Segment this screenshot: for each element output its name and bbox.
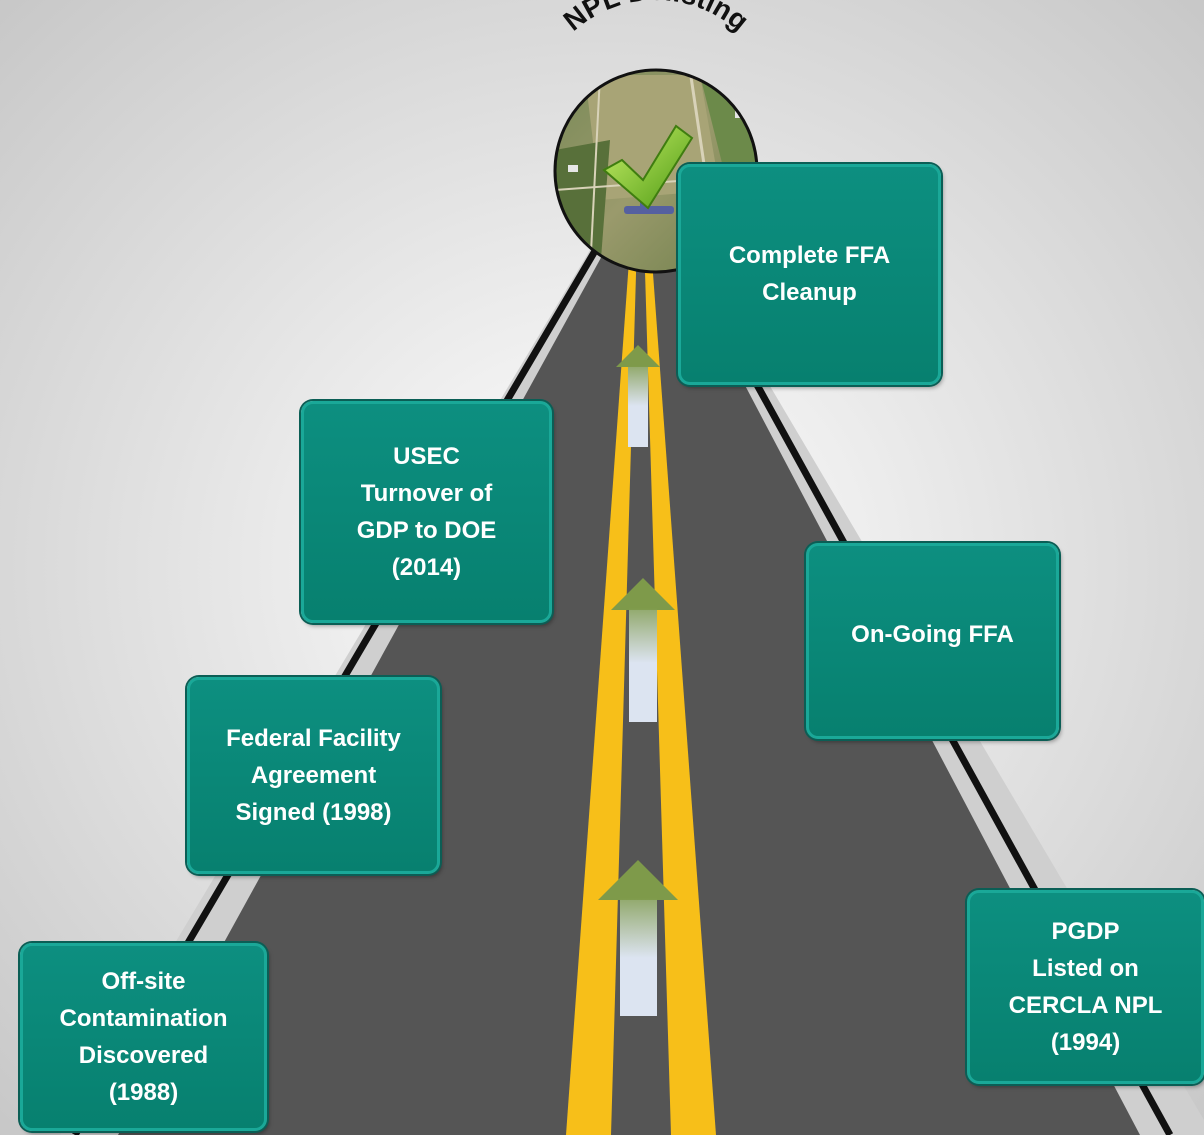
progress-arrow-bottom (598, 860, 678, 1016)
milestone-complete-ffa-cleanup: Complete FFA Cleanup (678, 164, 941, 385)
checkmark-icon (602, 124, 694, 214)
progress-arrow-top (616, 345, 660, 447)
milestone-ongoing-ffa: On-Going FFA (806, 543, 1059, 739)
progress-arrow-middle (611, 578, 675, 722)
milestone-pgdp-npl-listing: PGDP Listed on CERCLA NPL (1994) (967, 890, 1204, 1084)
milestone-ffa-signed: Federal Facility Agreement Signed (1998) (187, 677, 440, 874)
milestone-usec-turnover: USEC Turnover of GDP to DOE (2014) (301, 401, 552, 623)
lane-line-left (566, 205, 638, 1135)
milestone-offsite-contamination: Off-site Contamination Discovered (1988) (20, 943, 267, 1131)
lane-line-right (643, 205, 716, 1135)
